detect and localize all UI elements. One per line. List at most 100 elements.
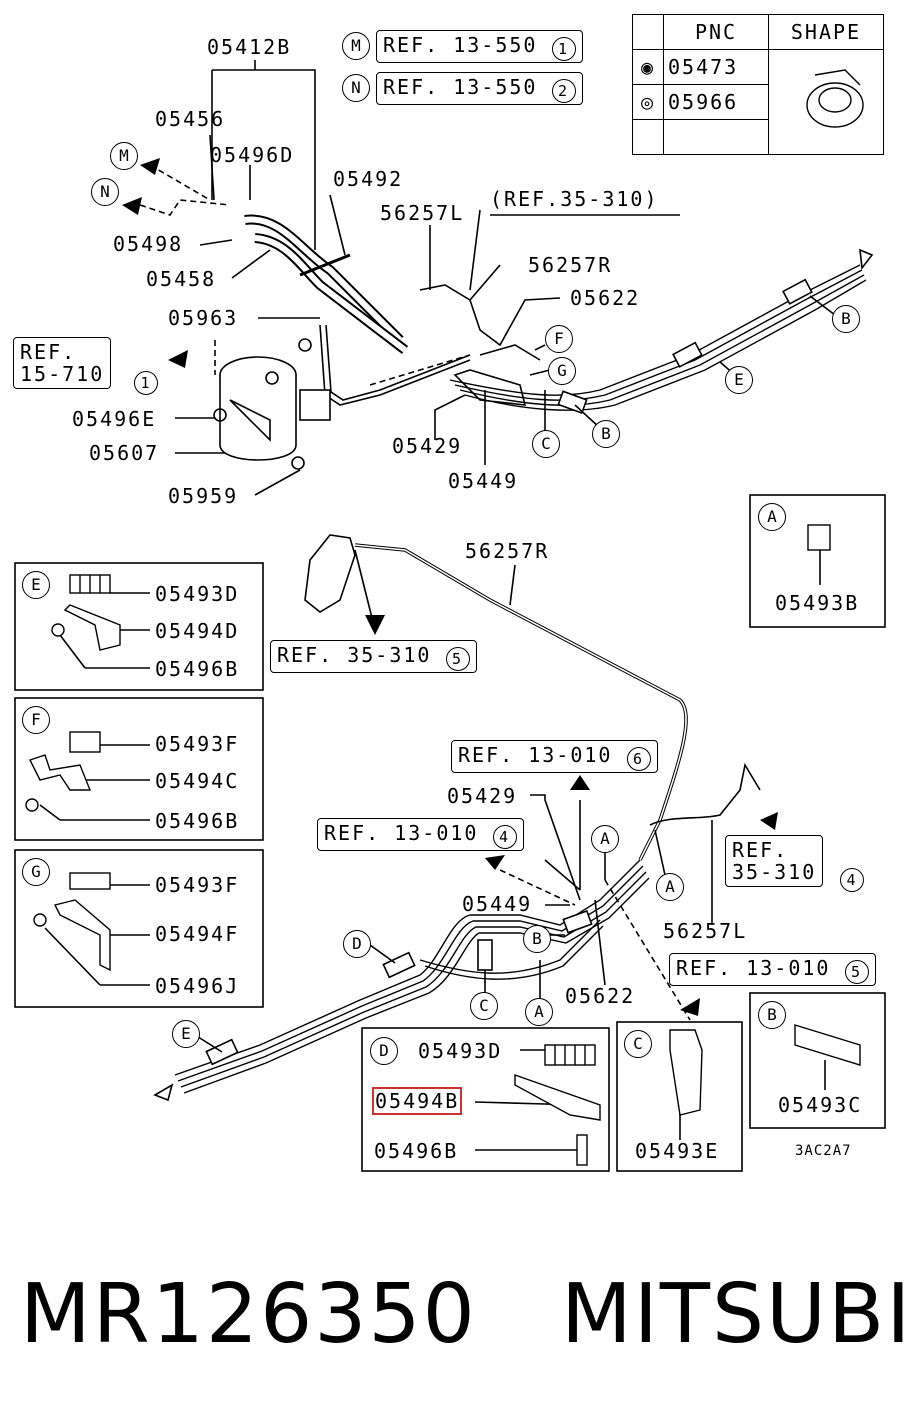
arrow-M — [140, 158, 160, 175]
symbol-filled-circle: ◉ — [632, 49, 664, 85]
arrow-ref15-710 — [168, 350, 188, 368]
label-05493C: 05493C — [778, 1093, 863, 1117]
label-05498: 05498 — [113, 232, 184, 256]
label-05429-top: 05429 — [392, 434, 463, 458]
detail-box-D — [361, 1027, 610, 1172]
ref-tag-35-310-5: REF. 35-310 5 — [270, 640, 477, 673]
label-05449-top: 05449 — [448, 469, 519, 493]
ref-tag-13-010-5: REF. 13-010 5 — [669, 953, 876, 986]
detail-box-F — [14, 697, 264, 841]
table-empty — [632, 119, 664, 155]
label-56257R-mid: 56257R — [465, 539, 550, 563]
detail-box-C — [616, 1021, 743, 1172]
detail-box-E — [14, 562, 264, 691]
label-05494F: 05494F — [155, 922, 240, 946]
ref-tag-13-550-1: REF. 13-550 1 — [376, 30, 583, 63]
table-row1-pnc: 05473 — [663, 49, 769, 85]
label-05496D: 05496D — [210, 143, 295, 167]
pnc-shape-table: PNC SHAPE ◉ 05473 ◎ 05966 — [632, 14, 884, 155]
circle-N-arrow: N — [91, 178, 119, 206]
circle-four: 4 — [840, 868, 864, 892]
label-05412B: 05412B — [207, 35, 292, 59]
arrow-ref13-010-6 — [570, 775, 590, 790]
label-05493D-E: 05493D — [155, 582, 240, 606]
ref-text: REF. 15-710 — [20, 340, 105, 386]
arrow-ref35-310-4 — [760, 812, 778, 830]
footer-title: MR126350 MITSUBISHI — [20, 1265, 909, 1365]
highlight-05494B[interactable]: 05494B — [372, 1087, 463, 1115]
label-05959: 05959 — [168, 484, 239, 508]
label-ref35-310-top: (REF.35-310) — [490, 187, 659, 211]
circle-M: M — [342, 32, 370, 60]
part-number: MR126350 — [20, 1267, 477, 1362]
label-05622-mid: 05622 — [565, 984, 636, 1008]
label-05494C: 05494C — [155, 769, 240, 793]
arrow-N — [122, 197, 142, 215]
circle-E-top: E — [725, 366, 753, 394]
arrow-out — [859, 248, 874, 271]
leader-05412B — [212, 69, 316, 250]
ref-tag-13-010-6: REF. 13-010 6 — [451, 740, 658, 773]
ref-tag-15-710: REF. 15-710 1 — [13, 337, 158, 395]
detail-box-G — [14, 849, 264, 1008]
label-56257R-top: 56257R — [528, 253, 613, 277]
arrow-ref13-010-5 — [680, 998, 700, 1016]
table-header-shape: SHAPE — [768, 14, 884, 50]
circle-B-box: B — [758, 1001, 786, 1029]
label-05449-mid: 05449 — [462, 892, 533, 916]
circle-five: 5 — [445, 647, 470, 671]
arrow-ref13-010-4 — [485, 855, 505, 870]
label-05458: 05458 — [146, 267, 217, 291]
circle-N: N — [342, 74, 370, 102]
circle-M-arrow: M — [110, 142, 138, 170]
circle-A-mid1: A — [591, 825, 619, 853]
circle-B-top: B — [832, 305, 860, 333]
label-05607: 05607 — [89, 441, 160, 465]
circle-A-mid2: A — [656, 873, 684, 901]
label-05492: 05492 — [333, 167, 404, 191]
table-empty — [663, 119, 769, 155]
circle-A-box: A — [758, 503, 786, 531]
circle-two: 2 — [551, 79, 576, 103]
circle-B-top2: B — [592, 420, 620, 448]
label-05494D: 05494D — [155, 619, 240, 643]
label-05456: 05456 — [155, 107, 226, 131]
circle-F-box: F — [22, 706, 50, 734]
ref-tag-13-550-2: REF. 13-550 2 — [376, 72, 583, 105]
brand-name: MITSUBISHI — [560, 1267, 909, 1362]
label-05493F-G: 05493F — [155, 873, 240, 897]
circle-five: 5 — [844, 960, 869, 984]
label-05493D-D: 05493D — [418, 1039, 503, 1063]
circle-E-box: E — [22, 571, 50, 599]
ref-text: REF. 13-010 — [676, 956, 831, 980]
circle-D-box: D — [370, 1037, 398, 1065]
ref-text: REF. 13-550 — [383, 75, 538, 99]
circle-six: 6 — [626, 747, 651, 771]
label-05622-top: 05622 — [570, 286, 641, 310]
diagram-code: 3AC2A7 — [795, 1143, 852, 1159]
shape-cell — [768, 49, 884, 155]
arrow-in — [153, 1083, 174, 1102]
label-05496B-D: 05496B — [374, 1139, 459, 1163]
circle-G-top: G — [548, 357, 576, 385]
label-05494B-highlighted[interactable]: 05494B — [372, 1087, 463, 1115]
detail-box-A — [749, 494, 886, 628]
ref-text: REF. 35-310 — [277, 643, 432, 667]
circle-C-box: C — [624, 1030, 652, 1058]
table-header-pnc: PNC — [663, 14, 769, 50]
arrow-ref35-310 — [365, 615, 385, 635]
circle-E-mid: E — [172, 1020, 200, 1048]
circle-C-mid: C — [470, 992, 498, 1020]
circle-one: 1 — [134, 371, 158, 395]
ref-tag-13-010-4: REF. 13-010 4 — [317, 818, 524, 851]
detail-box-B — [749, 992, 886, 1129]
circle-D-mid: D — [343, 930, 371, 958]
circle-four: 4 — [492, 825, 517, 849]
circle-F-top: F — [545, 325, 573, 353]
circle-A-mid3: A — [525, 998, 553, 1026]
label-56257L-mid: 56257L — [663, 919, 748, 943]
symbol-double-circle: ◎ — [632, 84, 664, 120]
